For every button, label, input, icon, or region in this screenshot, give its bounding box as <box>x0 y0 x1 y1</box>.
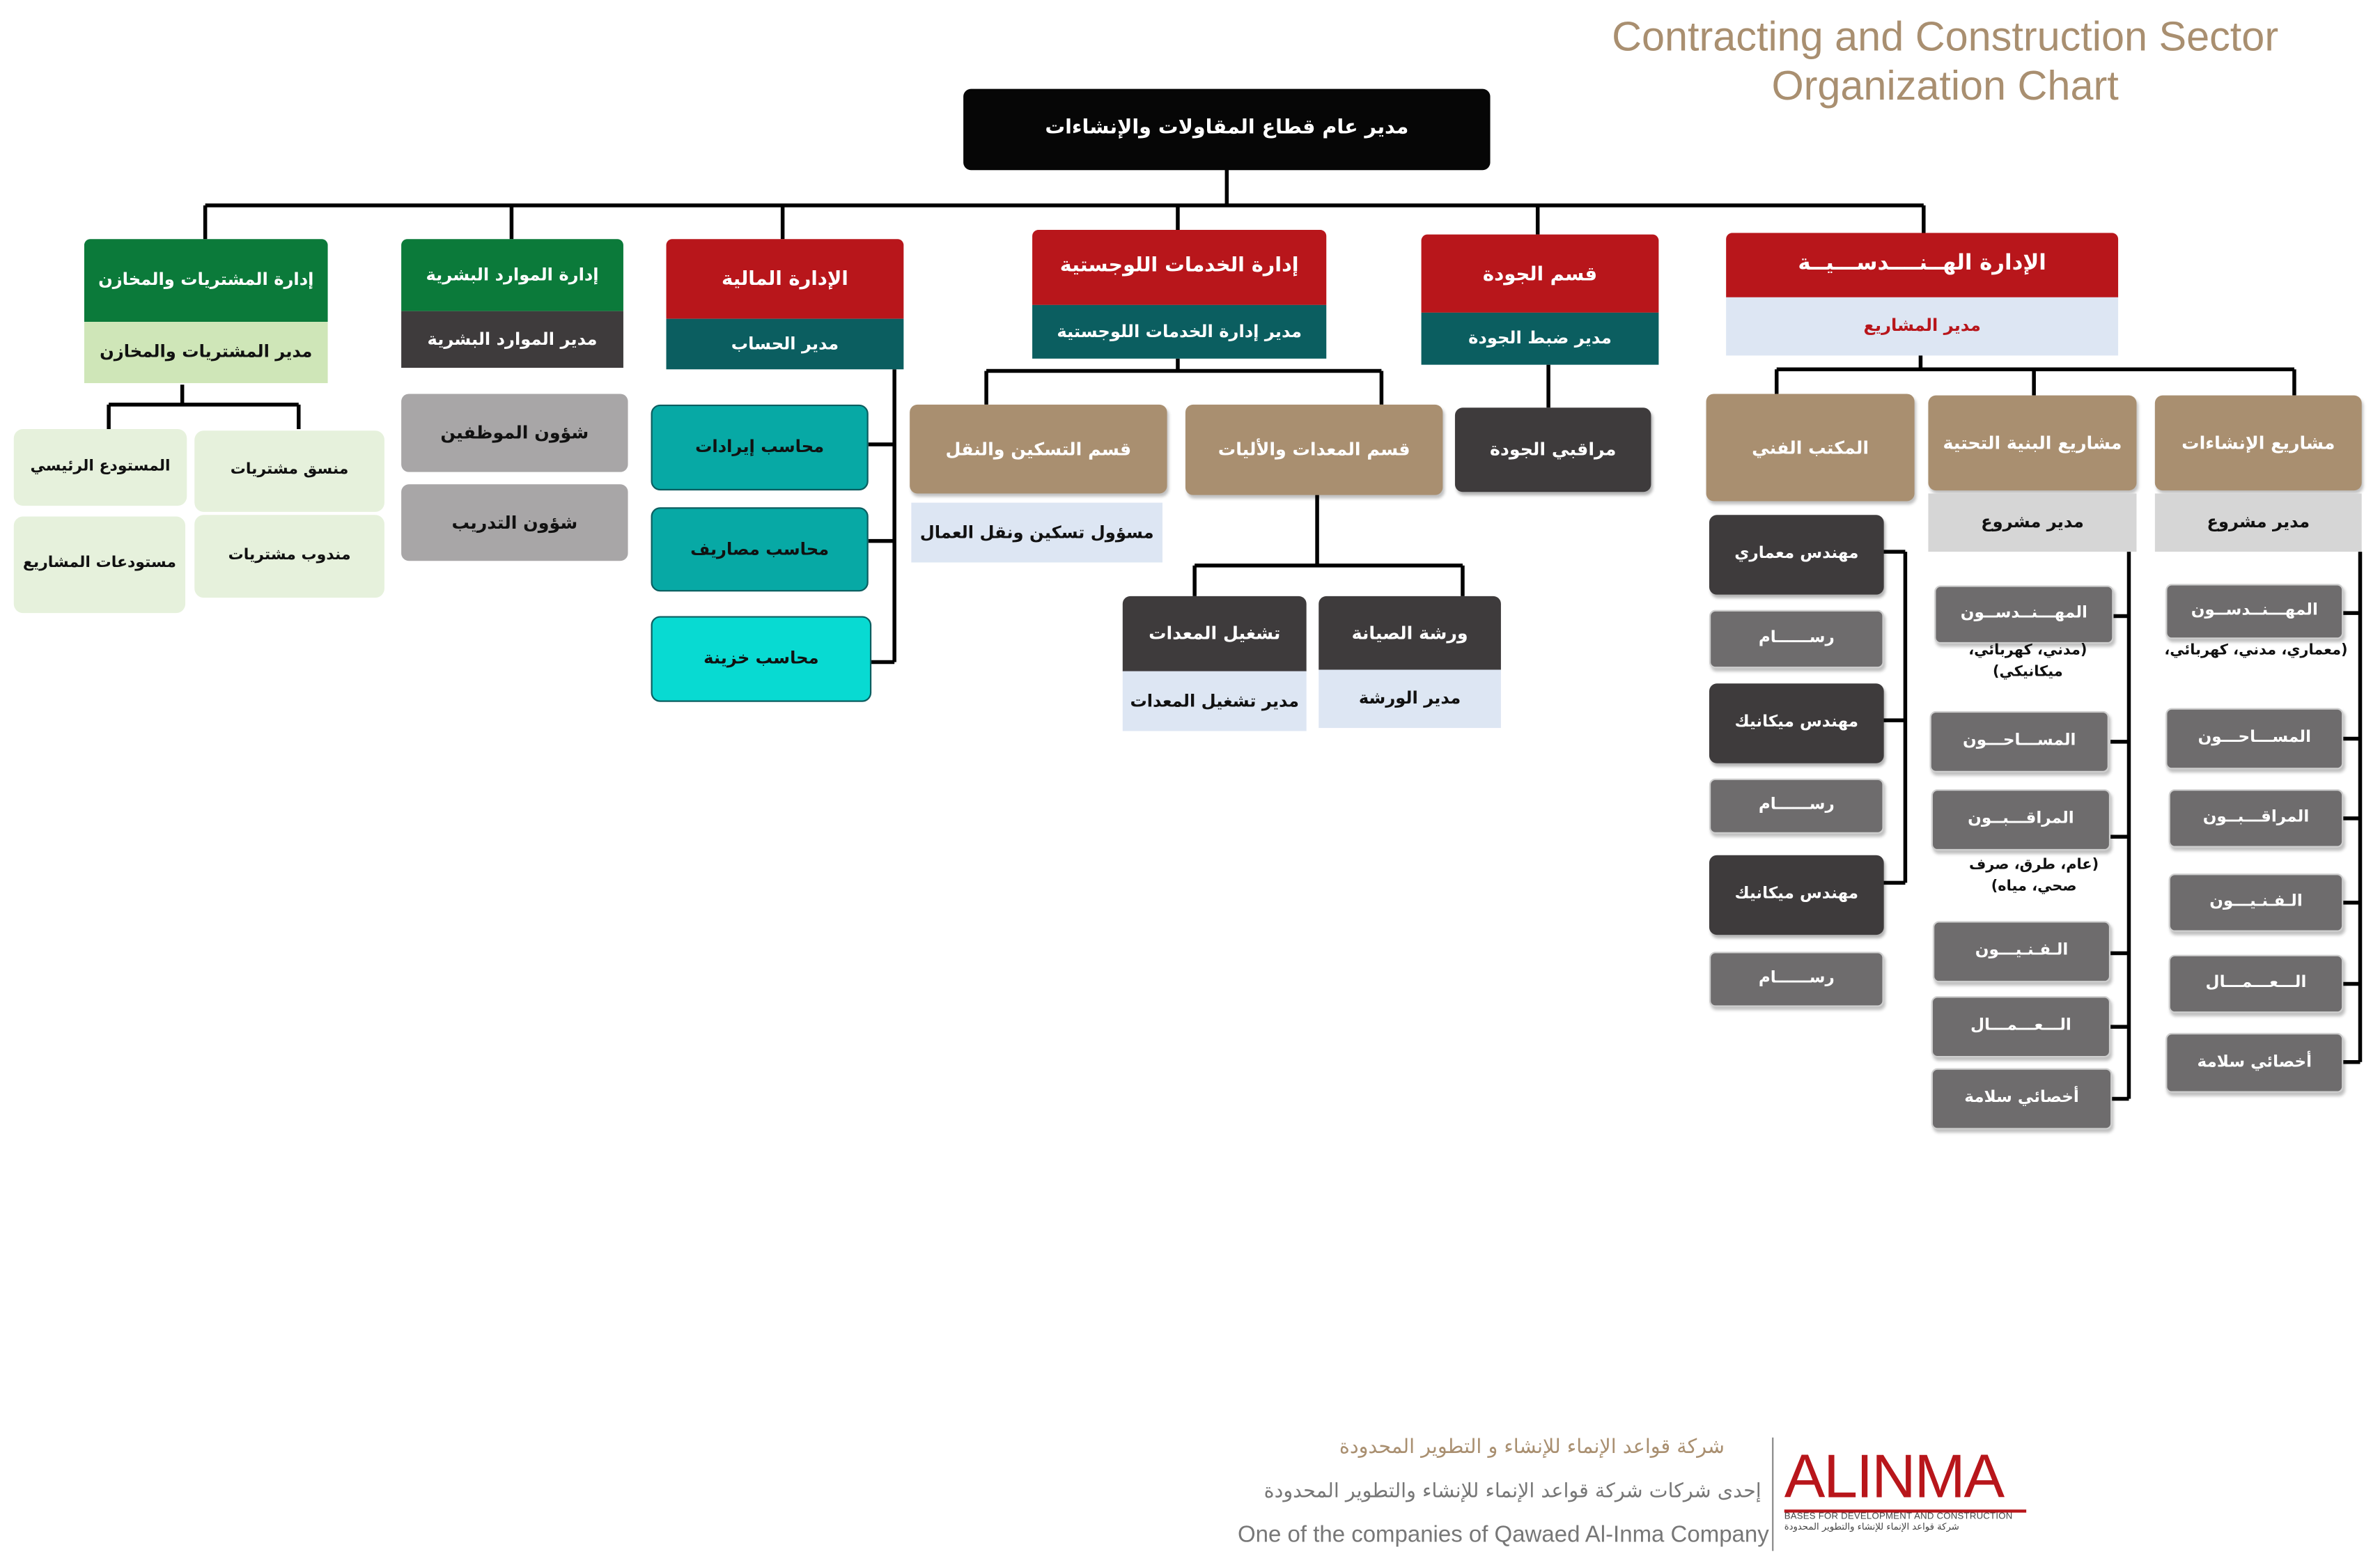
technical-draftsman-2: رســــــام <box>1709 778 1884 834</box>
infrastructure-surveyors: المســـاحـــون <box>1929 710 2109 772</box>
infrastructure-supervisors-note: (عام، طرق، صرف صحي، مياه) <box>1969 856 2099 896</box>
accounts-manager: مدير الحساب <box>666 318 904 370</box>
construction-engineers: المهـــنــدســون <box>2165 584 2344 639</box>
logo-subtitle-english: BASES FOR DEVELOPMENT AND CONSTRUCTION <box>1784 1512 2013 1522</box>
employee-affairs: شؤون الموظفين <box>401 394 628 472</box>
technical-architect-engineer: مهندس معماري <box>1709 515 1884 595</box>
infrastructure-safety-specialist: أخصائي سلامة <box>1931 1068 2113 1130</box>
infrastructure-supervisors: المراقـــبــون <box>1931 789 2111 851</box>
maintenance-workshop: ورشة الصيانة <box>1319 596 1501 670</box>
general-manager-box: مدير عام قطاع المقاولات والإنشاءات <box>963 88 1491 171</box>
logo-subtitle-arabic: شركة قواعد الإنماء للإنشاء والتطوير المح… <box>1784 1521 1959 1533</box>
alinma-logo: ALINMA BASES FOR DEVELOPMENT AND CONSTRU… <box>1784 1447 2030 1545</box>
construction-project-manager: مدير مشروع <box>2154 493 2362 552</box>
equipment-department: قسم المعدات والأليات <box>1185 404 1443 495</box>
workshop-manager: مدير الورشة <box>1319 669 1501 729</box>
treasury-accountant: محاسب خزينة <box>651 616 872 702</box>
finance-department: الإدارة المالية <box>666 239 904 319</box>
project-warehouses: مستودعات المشاريع <box>13 516 186 614</box>
quality-control-manager: مدير ضبط الجودة <box>1421 312 1659 365</box>
infrastructure-projects: مشاريع البنية التحتية <box>1928 395 2137 491</box>
technical-mechanical-engineer-1: مهندس ميكانيك <box>1709 683 1884 763</box>
technical-office: المكتب الفني <box>1706 394 1915 502</box>
housing-transport-officer: مسؤول تسكين ونقل العمال <box>911 502 1162 563</box>
construction-supervisors: المراقـــبــون <box>2168 789 2344 848</box>
logistics-department: إدارة الخدمات اللوجستية <box>1032 230 1327 305</box>
technical-draftsman-1: رســــــام <box>1709 609 1884 669</box>
affiliate-text-english: One of the companies of Qawaed Al-Inma C… <box>1238 1521 1769 1548</box>
chart-title: Contracting and Construction Sector Orga… <box>1547 13 2343 112</box>
logistics-manager: مدير إدارة الخدمات اللوجستية <box>1032 304 1327 359</box>
construction-technicians: الـفـنـيـــون <box>2168 873 2344 932</box>
chart-title-line2: Organization Chart <box>1771 63 2119 110</box>
procurement-coordinator: منسق مشتريات <box>194 430 384 512</box>
hr-manager: مدير الموارد البشرية <box>401 311 623 368</box>
construction-projects: مشاريع الإنشاءات <box>2154 395 2362 491</box>
construction-safety-specialist: أخصائي سلامة <box>2165 1032 2344 1093</box>
construction-workers: الـــعـــمـــال <box>2168 954 2344 1013</box>
equipment-operation-manager: مدير تشغيل المعدات <box>1122 671 1307 731</box>
infrastructure-engineers: المهـــنــدســون <box>1934 585 2114 644</box>
quality-department: قسم الجودة <box>1421 234 1659 313</box>
revenue-accountant: محاسب إيرادات <box>651 404 869 491</box>
main-warehouse: المستودع الرئيسي <box>13 429 187 506</box>
hr-department: إدارة الموارد البشرية <box>401 239 623 311</box>
logo-underline <box>1784 1509 2027 1513</box>
infrastructure-technicians: الـفـنـيـــون <box>1933 921 2111 983</box>
infrastructure-project-manager: مدير مشروع <box>1928 493 2137 552</box>
engineering-projects-manager: مدير المشاريع <box>1726 297 2119 356</box>
equipment-operation: تشغيل المعدات <box>1122 596 1307 671</box>
construction-surveyors: المســـاحـــون <box>2165 708 2344 770</box>
infrastructure-engineers-note: (مدني، كهربائي، ميكانيكي) <box>1968 642 2087 681</box>
training-affairs: شؤون التدريب <box>401 484 628 561</box>
footer-divider <box>1772 1437 1774 1551</box>
procurement-representative: مندوب مشتريات <box>194 515 384 598</box>
engineering-department: الإدارة الهــنــــدســـيــة <box>1726 233 2119 297</box>
affiliate-text-arabic: إحدى شركات شركة قواعد الإنماء للإنشاء وا… <box>1263 1480 1761 1504</box>
procurement-manager: مدير المشتريات والمخازن <box>84 322 328 384</box>
procurement-department: إدارة المشتريات والمخازن <box>84 239 328 323</box>
housing-transport-department: قسم التسكين والنقل <box>910 404 1167 494</box>
chart-title-line1: Contracting and Construction Sector <box>1612 13 2279 60</box>
expense-accountant: محاسب مصاريف <box>651 507 869 592</box>
logo-wordmark: ALINMA <box>1784 1443 2005 1512</box>
company-name-arabic: شركة قواعد الإنماء للإنشاء و التطوير الم… <box>1339 1436 1725 1459</box>
quality-inspectors: مراقبي الجودة <box>1454 407 1651 492</box>
construction-engineers-note: (معماري، مدني، كهربائي، <box>2164 642 2348 660</box>
technical-mechanical-engineer-2: مهندس ميكانيك <box>1709 855 1884 935</box>
technical-draftsman-3: رســــــام <box>1709 951 1884 1007</box>
infrastructure-workers: الـــعـــمـــال <box>1931 996 2111 1058</box>
